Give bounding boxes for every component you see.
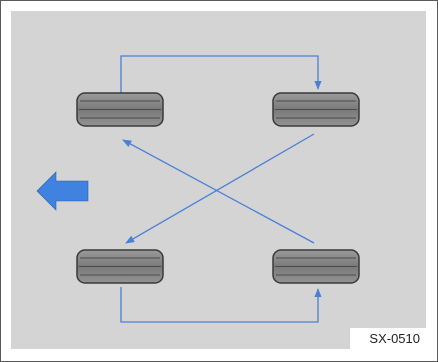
tire-icon [76,249,164,284]
tire-icon [272,249,360,284]
rotation-path-cross-front-right-to-rear-left [125,133,315,244]
rotation-path-cross-rear-right-to-front-left [122,139,315,244]
rotation-path-top [120,55,322,93]
figure-code: SX-0510 [350,328,426,350]
rotation-path-bottom [120,287,322,323]
left-arrow-icon [36,171,89,211]
tire-icon [76,92,164,127]
tire-icon [272,92,360,127]
diagram-panel [11,11,426,349]
